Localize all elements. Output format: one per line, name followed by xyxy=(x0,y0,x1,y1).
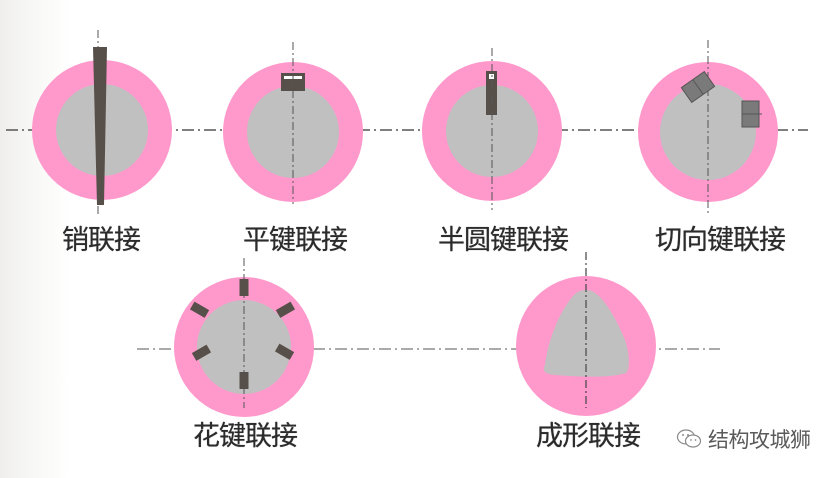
label-flat-key-connection: 平键联接 xyxy=(243,225,348,256)
label-profile-connection: 成形联接 xyxy=(536,421,641,452)
spline-teeth xyxy=(189,279,296,389)
tangential-key-1 xyxy=(680,70,716,104)
label-tangential-key-connection: 切向键联接 xyxy=(655,225,786,256)
label-pin-connection: 销联接 xyxy=(62,225,141,256)
tangential-key-connection-diagram xyxy=(638,40,778,215)
profile-connection-diagram xyxy=(516,252,656,416)
label-spline-connection: 花键联接 xyxy=(193,421,298,452)
shaft xyxy=(247,86,339,178)
tangential-key-2 xyxy=(741,100,762,128)
watermark: 结构攻城狮 xyxy=(676,424,811,454)
taper-pin xyxy=(93,47,107,205)
spline-connection-diagram xyxy=(174,258,314,417)
flat-key-connection-diagram xyxy=(223,42,363,204)
half-round-key-connection-diagram xyxy=(422,48,562,210)
shaft xyxy=(197,300,291,394)
label-half-round-key-connection: 半圆键联接 xyxy=(438,225,569,256)
watermark-text: 结构攻城狮 xyxy=(708,428,811,452)
wechat-icon xyxy=(676,429,702,448)
pin-connection-diagram xyxy=(32,30,172,215)
